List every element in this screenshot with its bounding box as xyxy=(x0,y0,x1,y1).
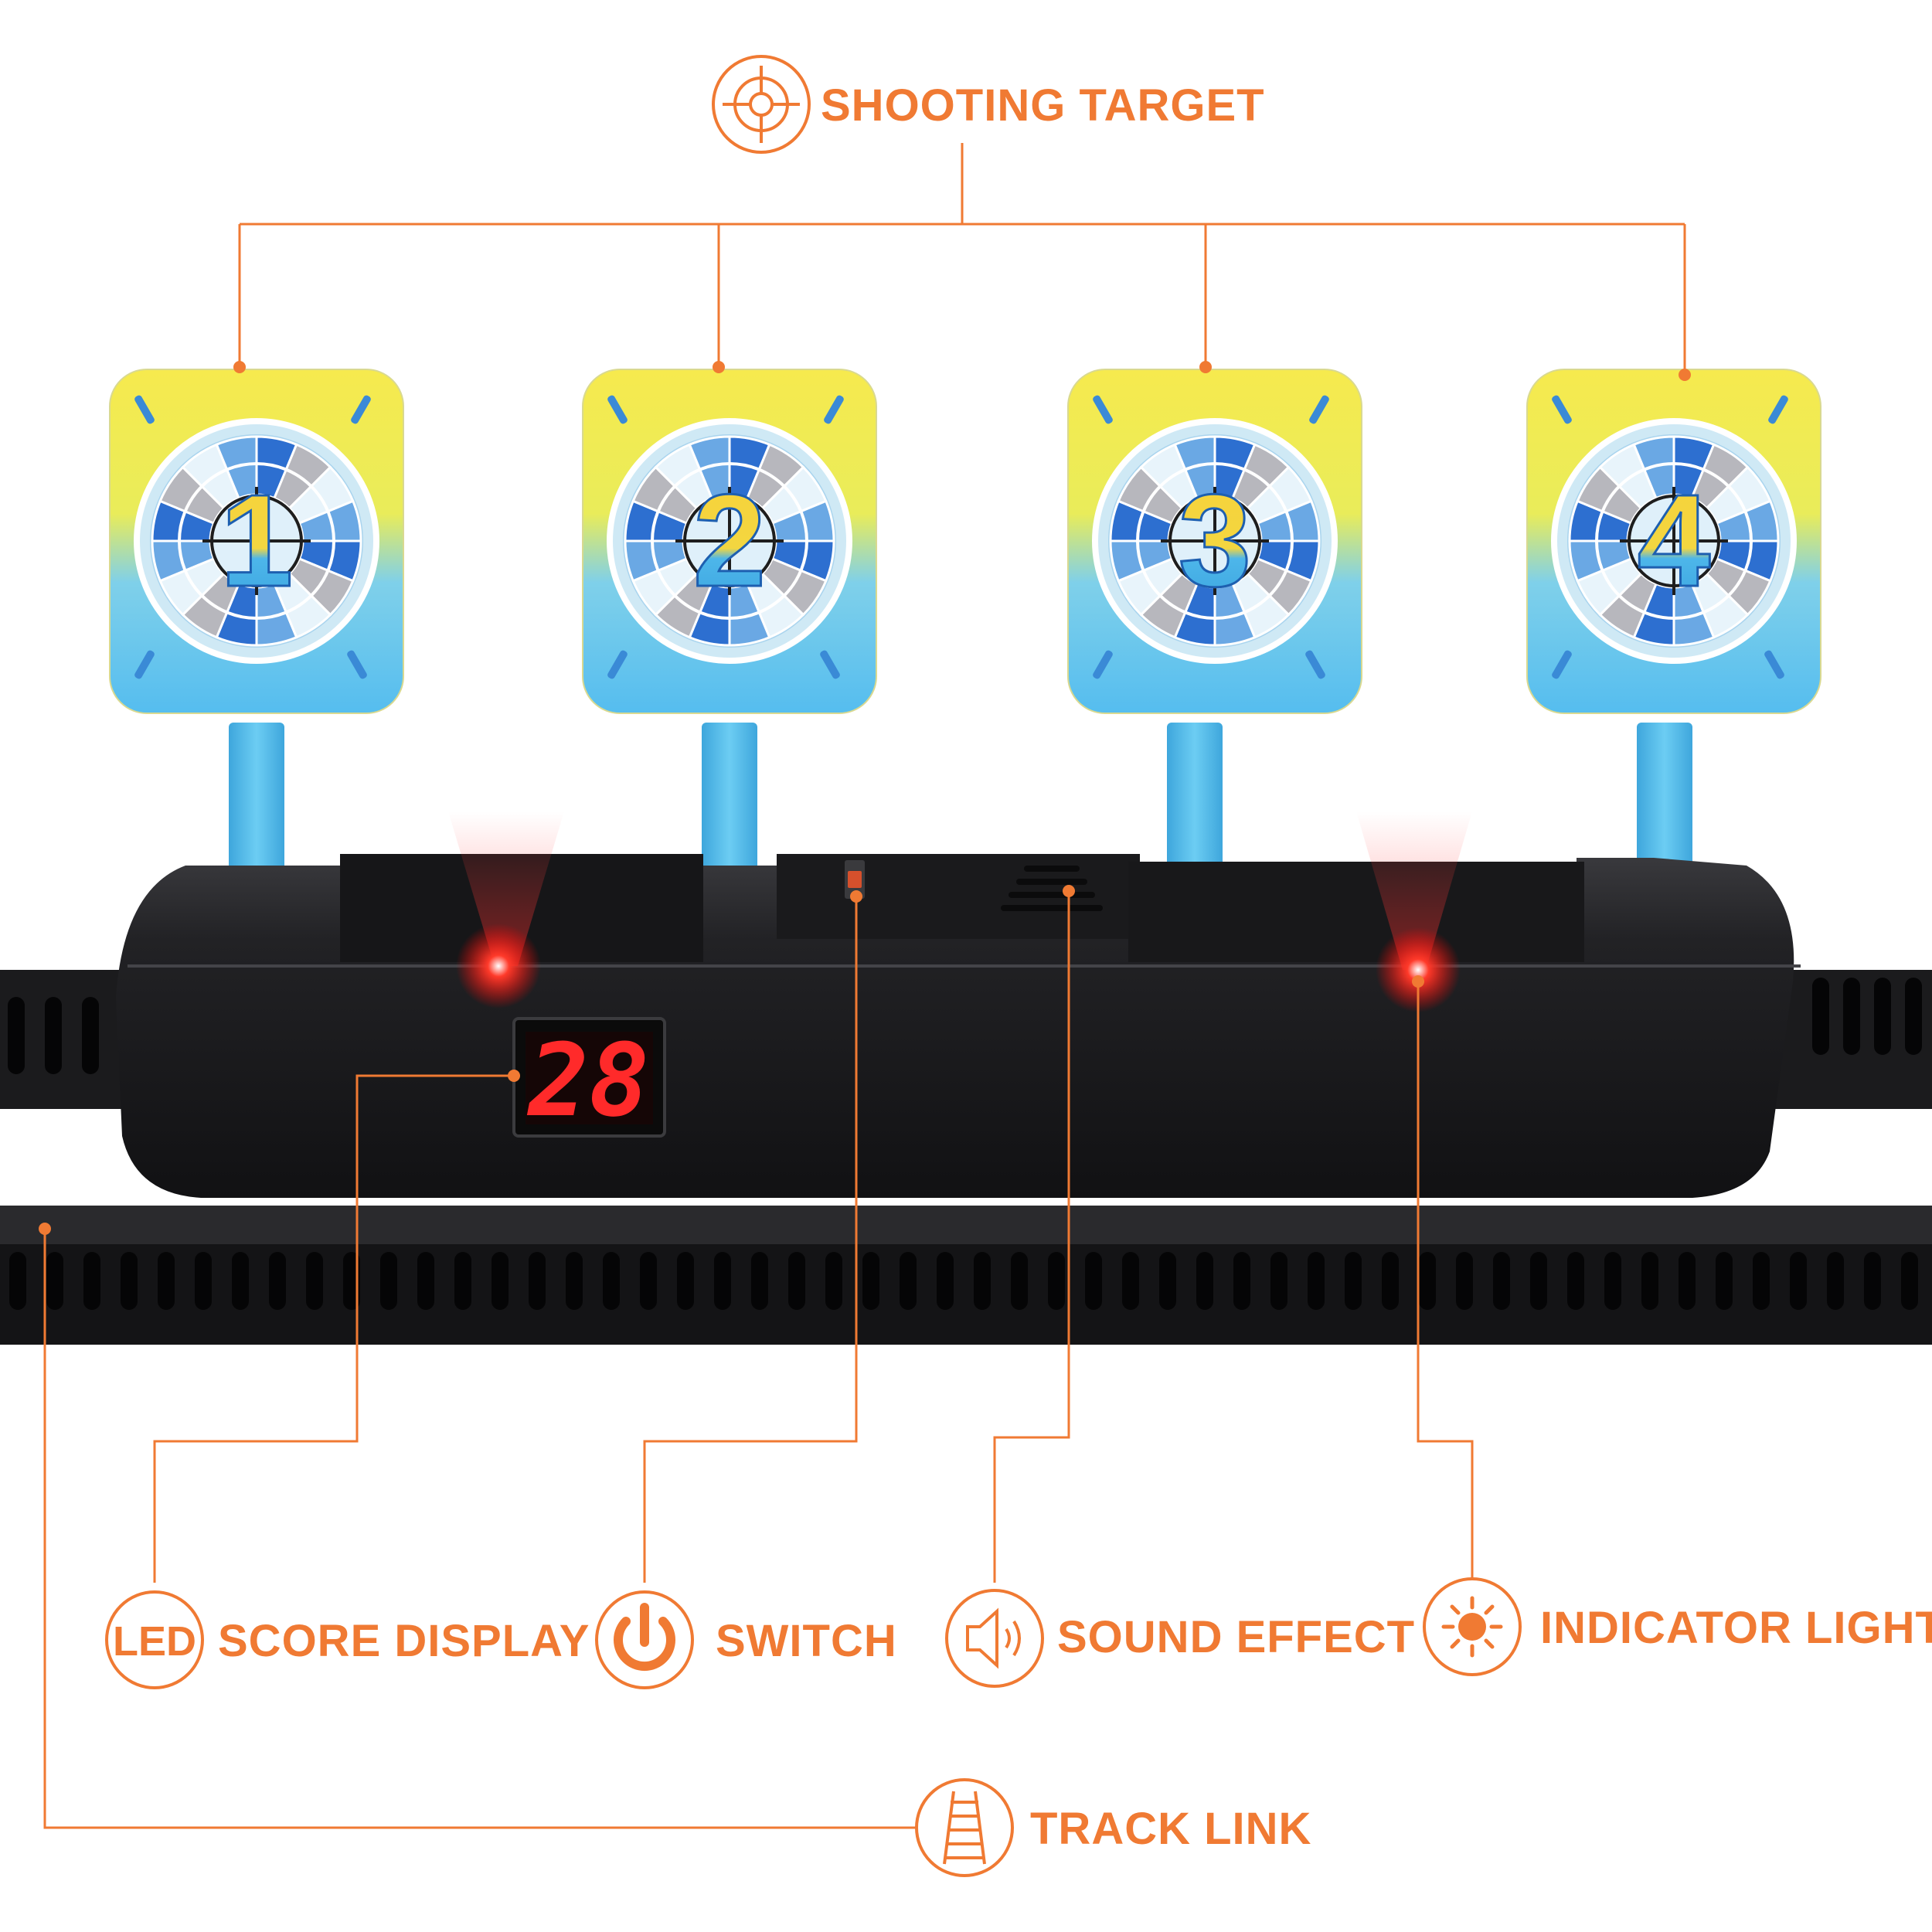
sun-icon xyxy=(1423,1577,1522,1676)
targets: 1 2 3 4 xyxy=(109,369,1821,714)
callout-lines xyxy=(43,143,1686,1829)
switch-label: SWITCH xyxy=(716,1616,897,1666)
callout-dots xyxy=(39,361,1691,1235)
rail-slots-lower xyxy=(9,1252,1918,1310)
track-link-label: TRACK LINK xyxy=(1030,1804,1312,1854)
power-switch[interactable] xyxy=(845,860,865,899)
target-number: 1 xyxy=(220,468,294,614)
target-number: 4 xyxy=(1638,468,1711,614)
power-icon xyxy=(595,1590,694,1689)
base-unit xyxy=(116,854,1801,1198)
sound-effect-label: SOUND EFFECT xyxy=(1057,1612,1416,1662)
speaker-icon xyxy=(945,1589,1044,1688)
indicator-light-label: INDICATOR LIGHT xyxy=(1540,1603,1932,1653)
score-display-label: SCORE DISPLAY xyxy=(218,1616,590,1666)
target-4: 4 xyxy=(1526,369,1821,714)
led-icon: LED xyxy=(105,1590,204,1689)
track-icon xyxy=(915,1778,1014,1877)
indicator-lights xyxy=(448,811,1472,1012)
svg-text:LED: LED xyxy=(113,1618,196,1665)
target-2: 2 xyxy=(582,369,877,714)
target-number: 2 xyxy=(693,468,767,614)
led-score-display: 28 xyxy=(512,1017,666,1139)
rail-slots-upper xyxy=(8,978,1922,1074)
target-1: 1 xyxy=(109,369,404,714)
crosshair-icon xyxy=(712,55,811,154)
target-3: 3 xyxy=(1067,369,1362,714)
target-number: 3 xyxy=(1179,468,1252,614)
score-value: 28 xyxy=(527,1022,650,1139)
shooting-target-label: SHOOTING TARGET xyxy=(821,80,1265,131)
